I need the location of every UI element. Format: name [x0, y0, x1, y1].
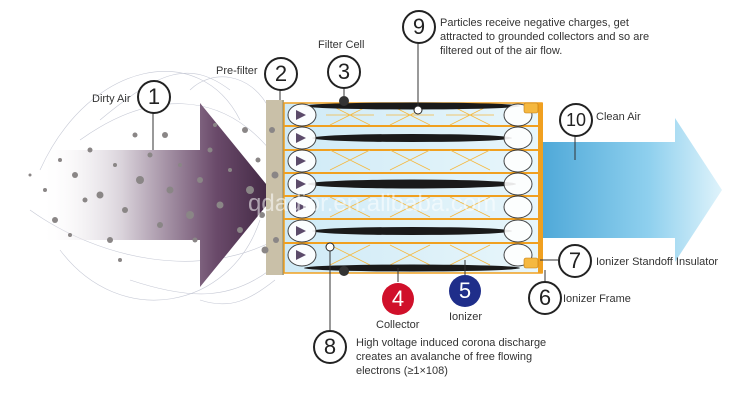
- clean-air-arrow: [540, 118, 722, 262]
- label-dirty-air: Dirty Air: [92, 93, 131, 105]
- callout-1: 1: [137, 80, 171, 114]
- collector-plates: [284, 125, 540, 244]
- collected-particles: [304, 102, 520, 272]
- ionizer-standoff-insulator: [523, 102, 539, 269]
- pre-filter-panel: [266, 100, 284, 275]
- callout-3: 3: [327, 55, 361, 89]
- filter-cell-knob-bottom: [339, 266, 349, 276]
- label-pre-filter: Pre-filter: [216, 65, 258, 77]
- leader-lines: [152, 42, 576, 330]
- note-9: Particles receive negative charges, get …: [440, 17, 650, 57]
- dirty-air-arrow: [40, 103, 275, 287]
- label-ionizer-standoff: Ionizer Standoff Insulator: [596, 256, 719, 268]
- callout-10: 10: [559, 103, 593, 137]
- label-filter-cell: Filter Cell: [318, 39, 365, 51]
- callout-4: 4: [382, 283, 414, 315]
- callout-8: 8: [313, 330, 347, 364]
- callout-5: 5: [449, 275, 481, 307]
- label-ionizer: Ionizer: [449, 311, 483, 323]
- label-ionizer-frame: Ionizer Frame: [563, 293, 631, 305]
- filter-cell-knob-top: [339, 96, 349, 106]
- left-end-chevrons: [296, 110, 306, 260]
- note-8: High voltage induced corona discharge cr…: [356, 337, 547, 377]
- dust-particles: [28, 123, 279, 262]
- callout-2: 2: [264, 57, 298, 91]
- callout-9: 9: [402, 10, 436, 44]
- watermark: qdadior.en.alibaba.com: [248, 190, 497, 217]
- ionizer-rays: [326, 104, 494, 266]
- label-clean-air: Clean Air: [596, 111, 641, 123]
- label-collector: Collector: [376, 319, 420, 331]
- callout-6: 6: [528, 281, 562, 315]
- ionizer-frame: [538, 103, 543, 273]
- callout-7: 7: [558, 244, 592, 278]
